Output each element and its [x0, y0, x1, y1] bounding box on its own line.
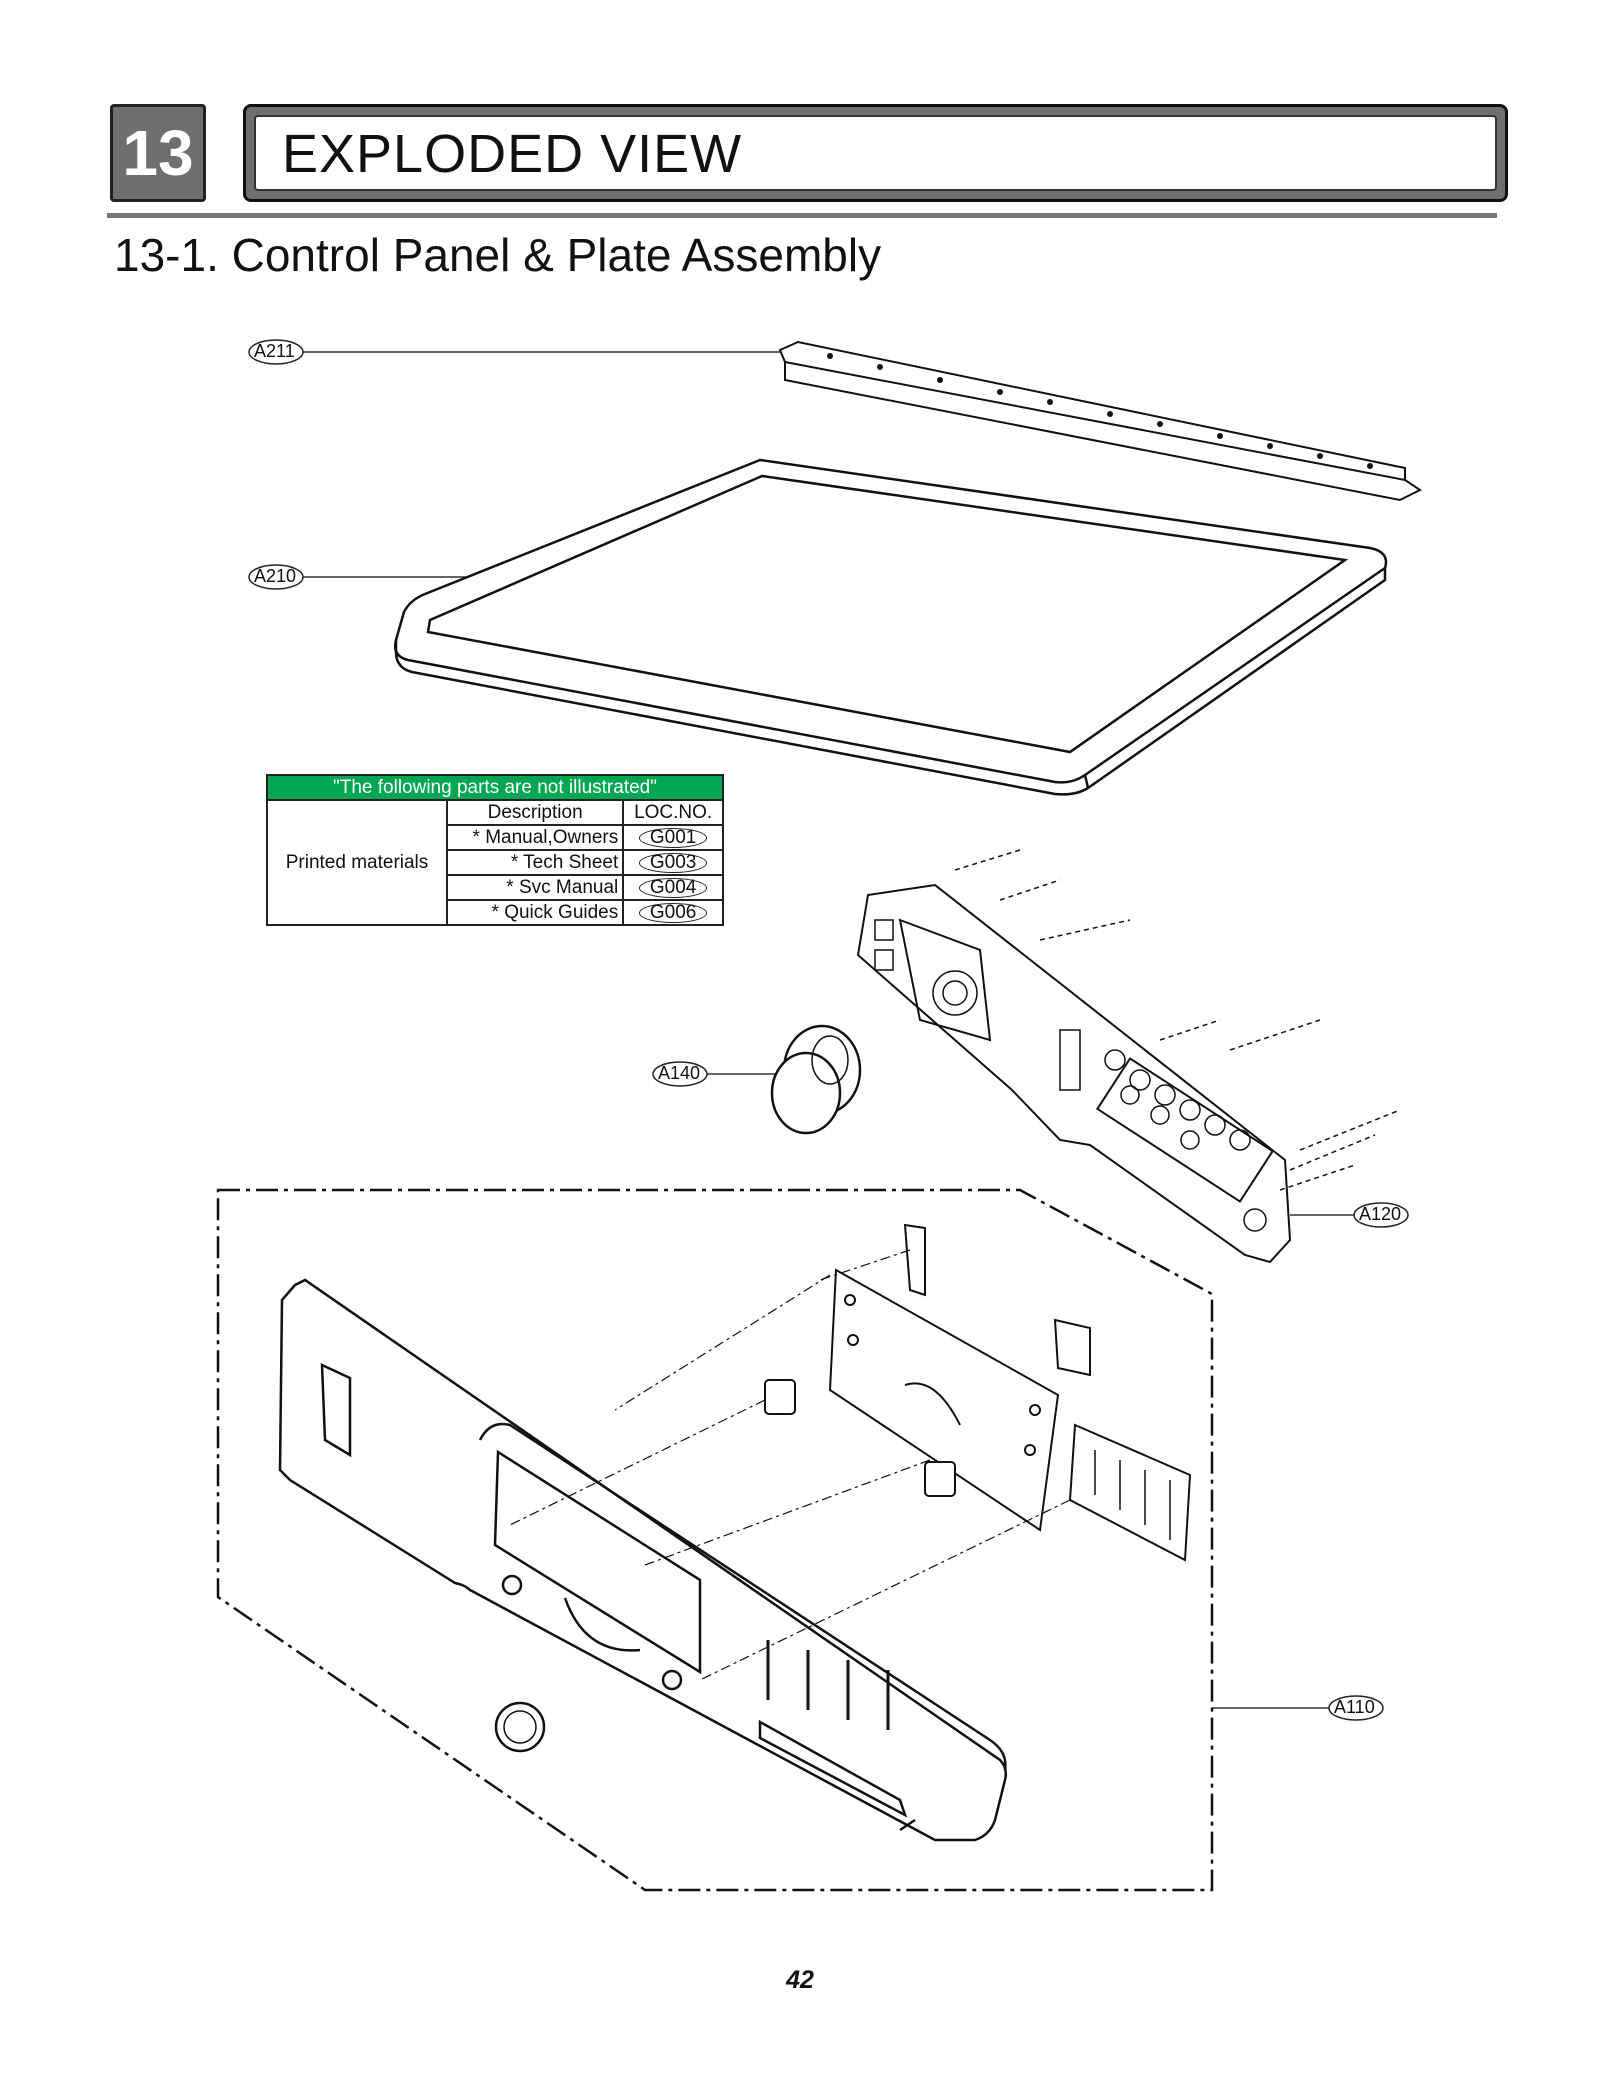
section-title-inner: EXPLODED VIEW — [254, 115, 1497, 191]
table-row: * Tech Sheet G003 — [267, 849, 724, 876]
table-row: * Manual,Owners G001 — [267, 824, 724, 851]
row-loc: G001 — [622, 824, 724, 851]
callout-oval-a210 — [248, 564, 304, 590]
row-description: * Svc Manual — [445, 874, 625, 901]
callout-a210: A210 — [254, 566, 297, 586]
table-heading: "The following parts are not illustrated… — [266, 774, 724, 801]
table-col-loc: LOC.NO. — [622, 799, 724, 826]
a110-sub-parts — [509, 1223, 1192, 1681]
row-description: * Quick Guides — [445, 899, 625, 926]
page-number: 42 — [786, 1966, 814, 1994]
part-a110-control-panel — [278, 1278, 1008, 1842]
callout-oval-a120 — [1353, 1202, 1409, 1228]
row-loc: G003 — [622, 849, 724, 876]
table-group-label: Printed materials — [266, 799, 448, 926]
callout-oval-a211 — [248, 339, 304, 365]
page-subtitle: 13-1. Control Panel & Plate Assembly — [114, 229, 882, 281]
callout-oval-a140 — [652, 1061, 708, 1087]
callout-a211: A211 — [254, 341, 295, 361]
table-row: * Svc Manual G004 — [267, 874, 724, 901]
section-number: 13 — [110, 104, 206, 202]
row-loc: G006 — [622, 899, 724, 926]
callout-a110: A110 — [1334, 1697, 1375, 1717]
row-description: * Manual,Owners — [445, 824, 625, 851]
callout-oval-a110 — [1328, 1695, 1384, 1721]
not-illustrated-table: "The following parts are not illustrated… — [266, 774, 724, 926]
part-a210-top-plate — [394, 458, 1388, 796]
a110-group-boundary — [216, 1188, 1214, 1892]
section-title-box: EXPLODED VIEW — [243, 104, 1508, 202]
loc-oval: G004 — [638, 878, 708, 898]
callout-a120: A120 — [1359, 1204, 1402, 1224]
part-a140-knob — [770, 1024, 862, 1135]
section-title: EXPLODED VIEW — [282, 124, 743, 184]
header-rule — [107, 213, 1497, 218]
row-loc: G004 — [622, 874, 724, 901]
callout-a140: A140 — [658, 1063, 701, 1083]
table-row: * Quick Guides G006 — [267, 899, 724, 926]
part-a211-rail — [778, 340, 1422, 502]
loc-oval: G006 — [638, 903, 708, 923]
table-col-description: Description — [445, 799, 625, 826]
loc-oval: G003 — [638, 853, 708, 873]
row-description: * Tech Sheet — [445, 849, 625, 876]
part-a120-pcb — [856, 849, 1401, 1264]
loc-oval: G001 — [638, 828, 708, 848]
